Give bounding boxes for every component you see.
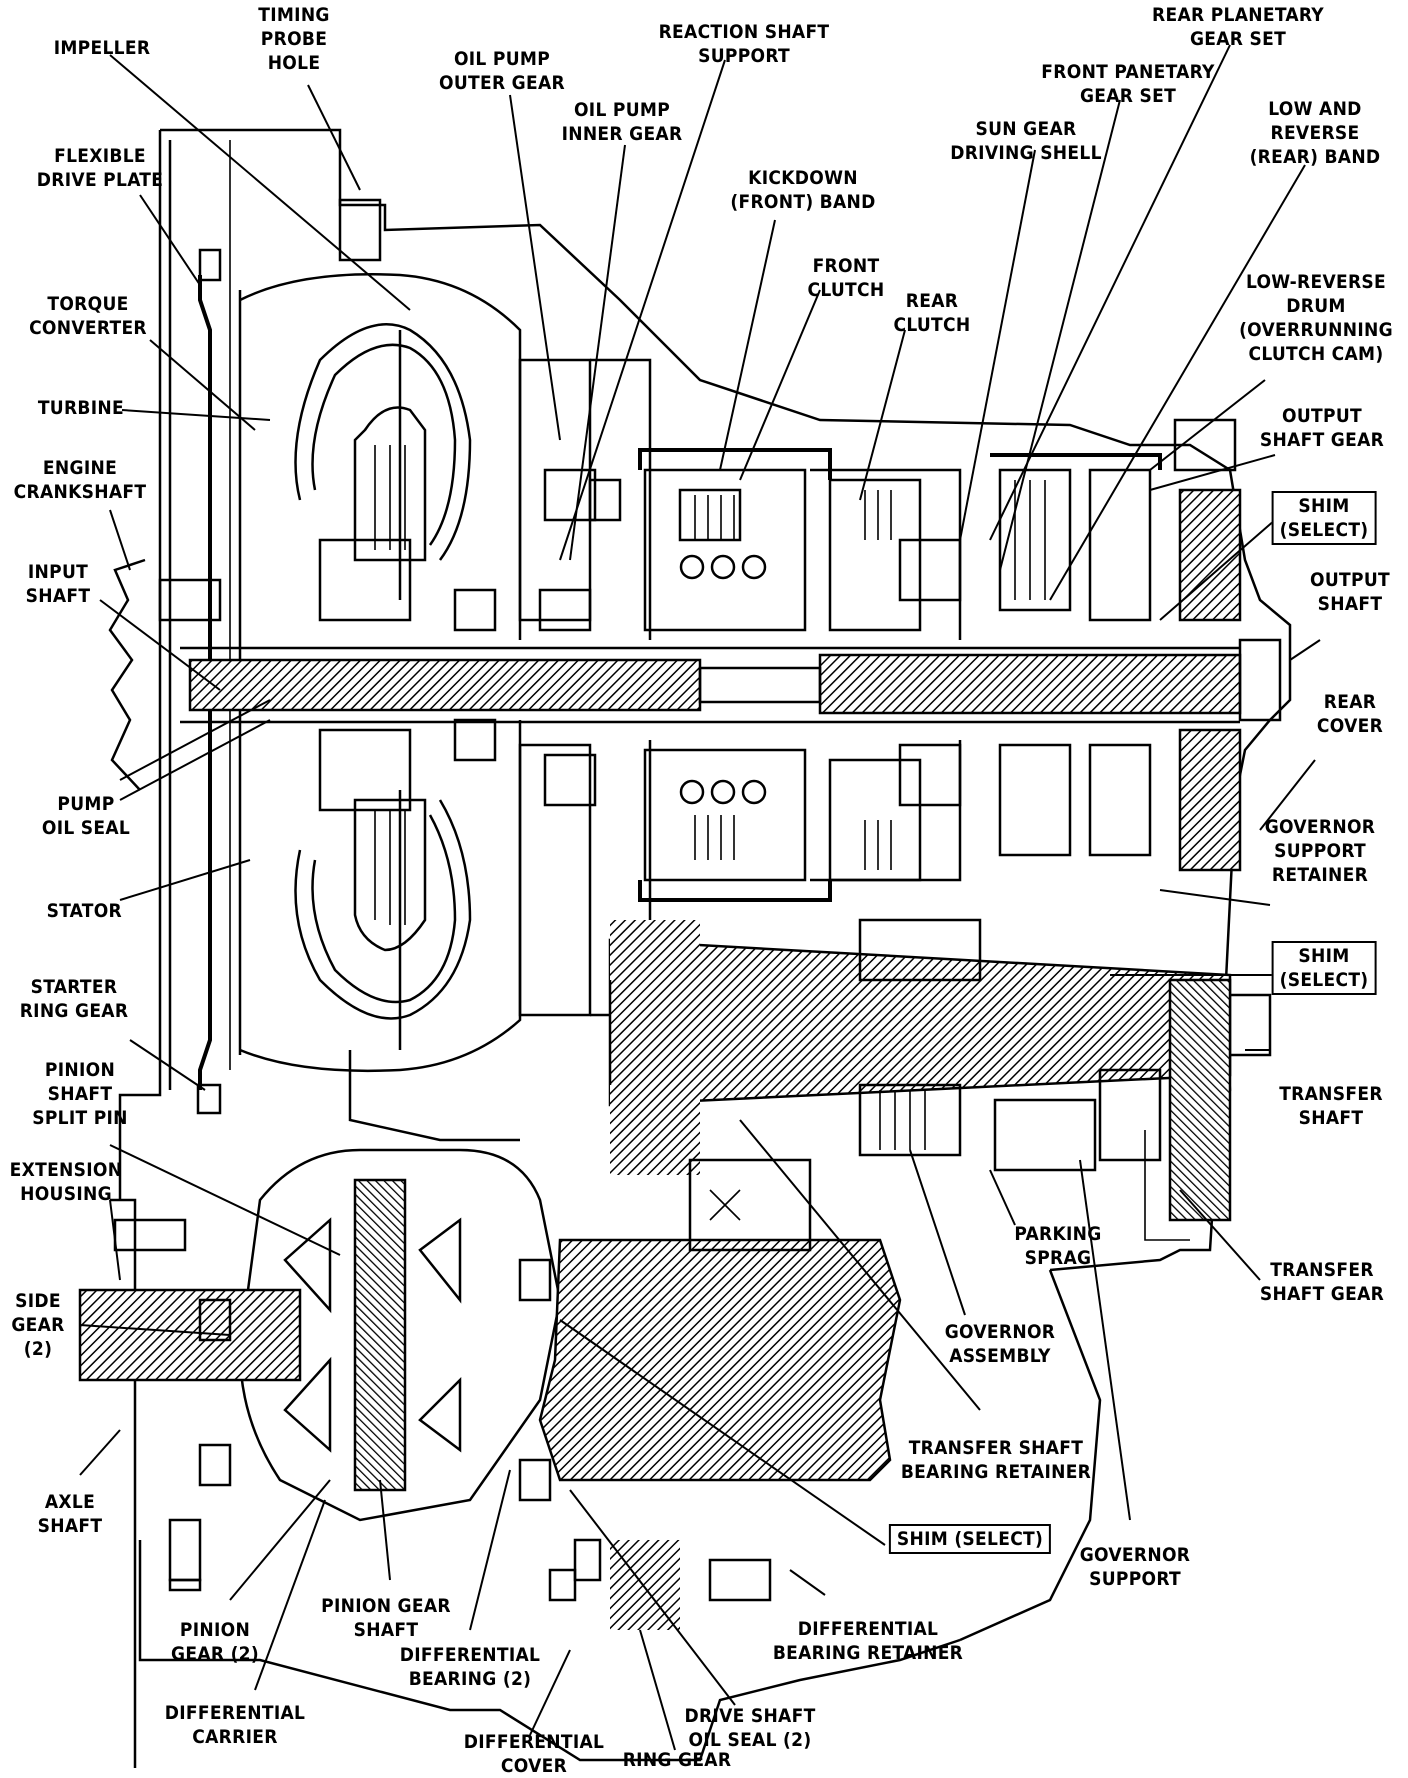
- label-shim-select-2: SHIM (SELECT): [1271, 941, 1377, 995]
- label-differential-carrier: DIFFERENTIAL CARRIER: [164, 1702, 306, 1748]
- label-axle-shaft: AXLE SHAFT: [37, 1491, 103, 1537]
- label-low-reverse-drum: LOW-REVERSE DRUM (OVERRUNNING CLUTCH CAM…: [1239, 271, 1393, 365]
- label-oil-pump-outer-gear: OIL PUMP OUTER GEAR: [439, 48, 565, 94]
- label-flexible-drive-plate: FLEXIBLE DRIVE PLATE: [36, 145, 164, 191]
- label-shim-select-1: SHIM (SELECT): [1271, 491, 1377, 545]
- differential-carrier: [238, 1148, 562, 1522]
- kickdown-front-band: [638, 448, 832, 902]
- label-output-shaft-gear: OUTPUT SHAFT GEAR: [1259, 405, 1385, 451]
- label-differential-bearing: DIFFERENTIAL BEARING (2): [399, 1644, 541, 1690]
- torque-converter: [238, 273, 522, 1073]
- rear-cover: [1173, 418, 1237, 472]
- label-engine-crankshaft: ENGINE CRANKSHAFT: [13, 457, 147, 503]
- label-differential-cover: DIFFERENTIAL COVER: [463, 1731, 605, 1777]
- label-input-shaft: INPUT SHAFT: [25, 561, 91, 607]
- label-extension-housing: EXTENSION HOUSING: [9, 1159, 123, 1205]
- extension-housing-bolt: [113, 1218, 202, 1592]
- differential-bearing: [198, 1258, 552, 1502]
- label-kickdown-front-band: KICKDOWN (FRONT) BAND: [730, 167, 876, 213]
- label-drive-shaft-oil-seal: DRIVE SHAFT OIL SEAL (2): [684, 1705, 816, 1751]
- engine-crankshaft: [108, 558, 222, 791]
- low-reverse-drum: [1088, 468, 1152, 857]
- label-rear-clutch: REAR CLUTCH: [893, 290, 971, 336]
- input-shaft: [180, 646, 1240, 724]
- label-impeller: IMPELLER: [53, 37, 151, 59]
- label-parking-sprag: PARKING SPRAG: [1014, 1223, 1102, 1269]
- label-reaction-shaft-support: REACTION SHAFT SUPPORT: [658, 21, 830, 67]
- label-pinion-gear-shaft: PINION GEAR SHAFT: [321, 1595, 451, 1641]
- label-sun-gear-driving-shell: SUN GEAR DRIVING SHELL: [950, 118, 1102, 164]
- front-planetary-gear-set: [898, 538, 962, 807]
- label-transfer-shaft: TRANSFER SHAFT: [1279, 1083, 1383, 1129]
- label-stator: STATOR: [46, 900, 122, 922]
- rear-clutch: [828, 478, 922, 882]
- label-oil-pump-inner-gear: OIL PUMP INNER GEAR: [561, 99, 683, 145]
- front-clutch: [643, 468, 807, 882]
- low-reverse-band: [990, 453, 1162, 470]
- governor-assembly: [858, 1083, 1097, 1172]
- label-front-clutch: FRONT CLUTCH: [807, 255, 885, 301]
- governor-support: [858, 918, 1162, 1162]
- label-timing-probe-hole: TIMING PROBE HOLE: [258, 4, 330, 74]
- transfer-shaft-gear: [1168, 978, 1232, 1222]
- label-pinion-gear: PINION GEAR (2): [171, 1619, 259, 1665]
- label-governor-support: GOVERNOR SUPPORT: [1079, 1544, 1191, 1590]
- label-turbine: TURBINE: [37, 397, 124, 419]
- ring-gear: [538, 1238, 902, 1630]
- label-shim-select-3: SHIM (SELECT): [888, 1524, 1052, 1554]
- pinion-gear-shaft: [353, 1178, 407, 1492]
- axle-shaft: [78, 1288, 302, 1382]
- label-output-shaft: OUTPUT SHAFT: [1310, 569, 1390, 615]
- label-ring-gear: RING GEAR: [622, 1749, 732, 1771]
- label-low-and-reverse-band: LOW AND REVERSE (REAR) BAND: [1249, 98, 1381, 168]
- label-governor-support-retainer: GOVERNOR SUPPORT RETAINER: [1264, 816, 1376, 886]
- drive-shaft-oil-seal: [548, 1538, 602, 1602]
- label-transfer-shaft-bearing-retainer: TRANSFER SHAFT BEARING RETAINER: [900, 1437, 1092, 1483]
- transfer-shaft: [608, 920, 1272, 1175]
- label-rear-planetary-gear-set: REAR PLANETARY GEAR SET: [1152, 4, 1324, 50]
- rear-planetary-gear-set: [998, 468, 1072, 857]
- label-differential-bearing-retainer: DIFFERENTIAL BEARING RETAINER: [772, 1618, 964, 1664]
- timing-probe-hole: [338, 198, 382, 262]
- label-pump-oil-seal: PUMP OIL SEAL: [41, 793, 131, 839]
- label-pinion-shaft-split-pin: PINION SHAFT SPLIT PIN: [32, 1059, 128, 1129]
- label-front-planetary-gear-set: FRONT PANETARY GEAR SET: [1041, 61, 1215, 107]
- pinion-gear: [418, 1217, 462, 1453]
- label-starter-ring-gear: STARTER RING GEAR: [19, 976, 129, 1022]
- label-rear-cover: REAR COVER: [1316, 691, 1384, 737]
- label-torque-converter: TORQUE CONVERTER: [29, 293, 147, 339]
- label-side-gear: SIDE GEAR (2): [11, 1290, 65, 1360]
- label-governor-assembly: GOVERNOR ASSEMBLY: [944, 1321, 1056, 1367]
- output-shaft: [698, 638, 1282, 722]
- output-shaft-gear: [1178, 488, 1242, 872]
- label-transfer-shaft-gear: TRANSFER SHAFT GEAR: [1259, 1259, 1385, 1305]
- leader-lines: [79, 44, 1321, 1751]
